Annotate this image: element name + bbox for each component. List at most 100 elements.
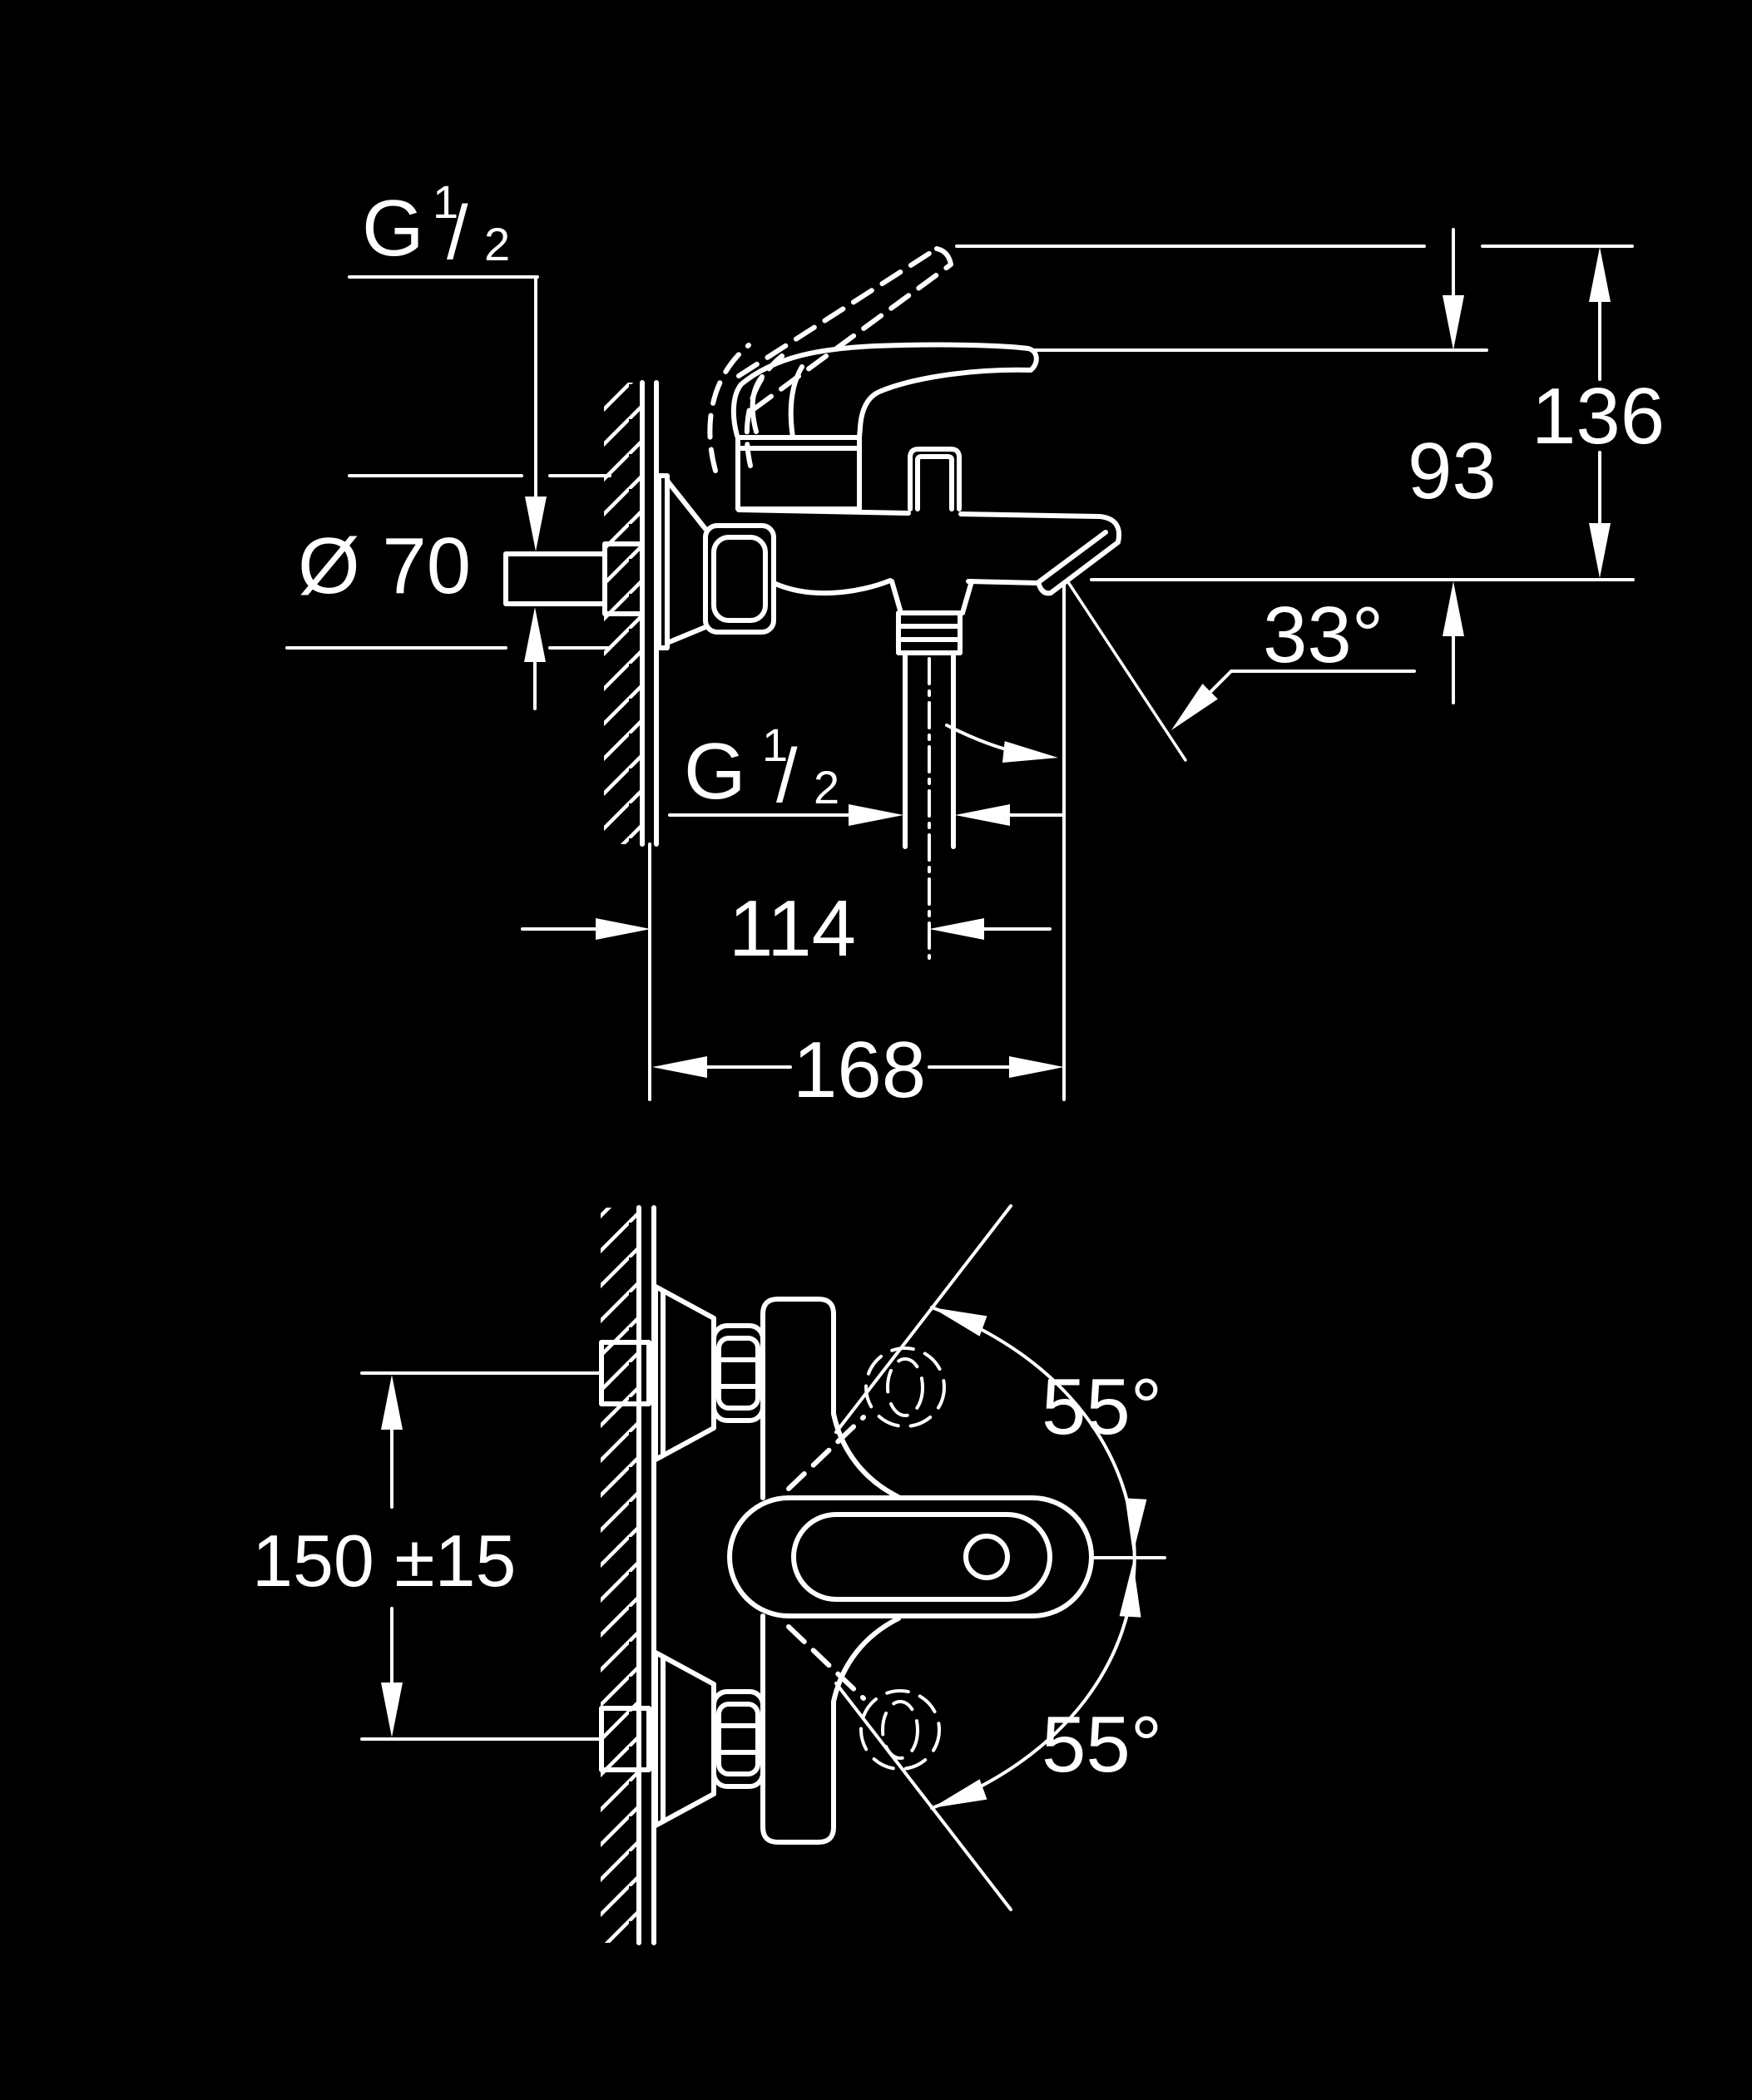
dim-height-136: 136 <box>1532 247 1665 578</box>
dim-escutcheon-diameter: Ø 70 <box>285 474 611 710</box>
thread-hose-slash: / <box>776 734 798 818</box>
inlet-spacing-ext-lines <box>360 1371 603 1741</box>
spout-angle-arrow <box>1163 684 1218 739</box>
wall-to-hose-arrow-left <box>596 918 651 940</box>
lever-front-knob <box>963 1534 1010 1580</box>
lever-down-edge <box>786 1624 866 1701</box>
projection-arrow-right <box>1009 1056 1064 1078</box>
body-top-and-spout-face <box>736 507 1121 596</box>
inlet-spacing-arrow-bottom <box>381 1682 403 1737</box>
swing-arrow-mid-lower <box>1119 1561 1144 1618</box>
lever-raised-outline <box>736 246 953 412</box>
lever-down-knob-inner <box>881 1700 919 1760</box>
height-136-arrow-bottom <box>1589 523 1611 578</box>
wall-to-hose-label: 114 <box>729 884 856 973</box>
reference-lines <box>945 245 1635 1101</box>
hose-nut-facets <box>896 624 963 642</box>
swing-extension-lines <box>834 1204 1012 1911</box>
lever-outline <box>730 342 1039 440</box>
wall-to-hose-arrow-right <box>929 918 984 940</box>
thread-wall-slash: / <box>447 190 468 275</box>
body-underside <box>771 578 893 596</box>
thread-hose-base: G <box>684 727 746 816</box>
swing-arrow-mid-upper <box>1122 1498 1147 1554</box>
escutcheon-diameter-ext-lines <box>285 474 611 650</box>
wall-hatch-front <box>601 1208 639 1943</box>
escutcheon-top <box>653 1284 716 1462</box>
spout-angle-line <box>1067 581 1187 762</box>
thread-wall-arrow <box>525 497 547 551</box>
escutcheon-diameter-arrow <box>524 607 546 662</box>
swing-up-label: 55° <box>1042 1362 1162 1451</box>
lever-up-knob-outline <box>864 1346 946 1428</box>
wall-surface-lines-front <box>636 1205 656 1945</box>
diverter-knob-inner <box>915 454 954 511</box>
lever-up-knob-inner <box>886 1357 924 1417</box>
swing-down-label: 55° <box>1042 1700 1162 1789</box>
inlet-bottom <box>599 1650 765 1828</box>
front-view: 55° 55° 150 ±15 <box>252 1204 1166 1945</box>
dim-inlet-spacing: 150 ±15 <box>252 1371 603 1741</box>
spout-angle-label: 33° <box>1263 590 1383 679</box>
mounting-nut <box>703 523 776 635</box>
inlet-spacing-arrow-top <box>381 1375 403 1430</box>
escutcheon-diameter-label: Ø 70 <box>298 521 471 610</box>
lever-handle-raised <box>707 246 953 473</box>
thread-wall-leader <box>348 275 539 499</box>
mounting-nut-facet <box>711 535 768 623</box>
wall-section-front <box>601 1205 656 1945</box>
hose-outlet <box>889 579 974 960</box>
mounting-nut-bottom-facet <box>716 1702 760 1776</box>
dim-lever-swing: 55° 55° <box>834 1204 1166 1911</box>
supply-connection <box>503 473 776 650</box>
tube-sides <box>760 1312 836 1830</box>
thread-wall-num: 1 <box>433 175 458 228</box>
lever-positions-dashed <box>786 1346 946 1771</box>
height-136-label: 136 <box>1532 372 1665 461</box>
spout-aerator <box>966 530 1108 586</box>
escutcheon <box>656 473 708 650</box>
dim-projection: 168 <box>652 1025 1064 1114</box>
hose-tube <box>903 650 956 849</box>
diverter-indicator-arrow <box>1002 741 1060 768</box>
thread-hose-den: 2 <box>814 761 839 813</box>
dim-thread-hose: G 1 / 2 <box>668 719 1064 826</box>
lever-up-edge <box>786 1415 866 1491</box>
inlet-spacing-label: 150 ±15 <box>252 1519 516 1602</box>
dim-thread-wall: G 1 / 2 <box>348 175 547 551</box>
cartridge-housing <box>735 435 862 511</box>
wall-section <box>604 380 659 1101</box>
tube-neck-curves <box>831 1411 901 1704</box>
mounting-nut-top-facet <box>716 1336 760 1411</box>
mounting-nut-top-lines <box>711 1357 765 1389</box>
thread-hose-num: 1 <box>762 719 788 771</box>
faucet-body <box>735 435 1121 596</box>
tube-bottom-cap <box>760 1825 836 1845</box>
mounting-nut-bottom-lines <box>711 1723 765 1755</box>
thread-hose-arrow-left <box>849 804 903 826</box>
side-view: G 1 / 2 Ø 70 93 136 <box>285 175 1665 1114</box>
dim-wall-to-hose: 114 <box>521 884 1052 973</box>
projection-arrow-left <box>652 1056 707 1078</box>
height-136-arrow-top <box>1589 247 1611 302</box>
body-tube <box>760 1297 901 1845</box>
diverter-knob <box>908 447 962 511</box>
height-93-arrow-bottom <box>1443 581 1464 636</box>
supply-pipe <box>503 551 607 606</box>
lever-down-knob-outline <box>859 1689 941 1771</box>
lever-front-inner <box>791 1512 1052 1602</box>
lever-swing-arc-inner <box>744 353 784 468</box>
thread-wall-den: 2 <box>484 218 510 270</box>
lever-handle-front <box>727 1495 1094 1618</box>
tube-top-cap <box>760 1297 836 1317</box>
lever-swing-arc-outer <box>707 343 751 473</box>
inlet-top <box>599 1284 765 1462</box>
height-93-label: 93 <box>1408 427 1497 516</box>
dim-height-93: 93 <box>1408 228 1497 704</box>
thread-wall-base: G <box>362 184 424 273</box>
hose-collar <box>889 579 974 615</box>
thread-hose-arrow-right <box>955 804 1010 826</box>
height-93-arrow-top <box>1443 295 1464 350</box>
